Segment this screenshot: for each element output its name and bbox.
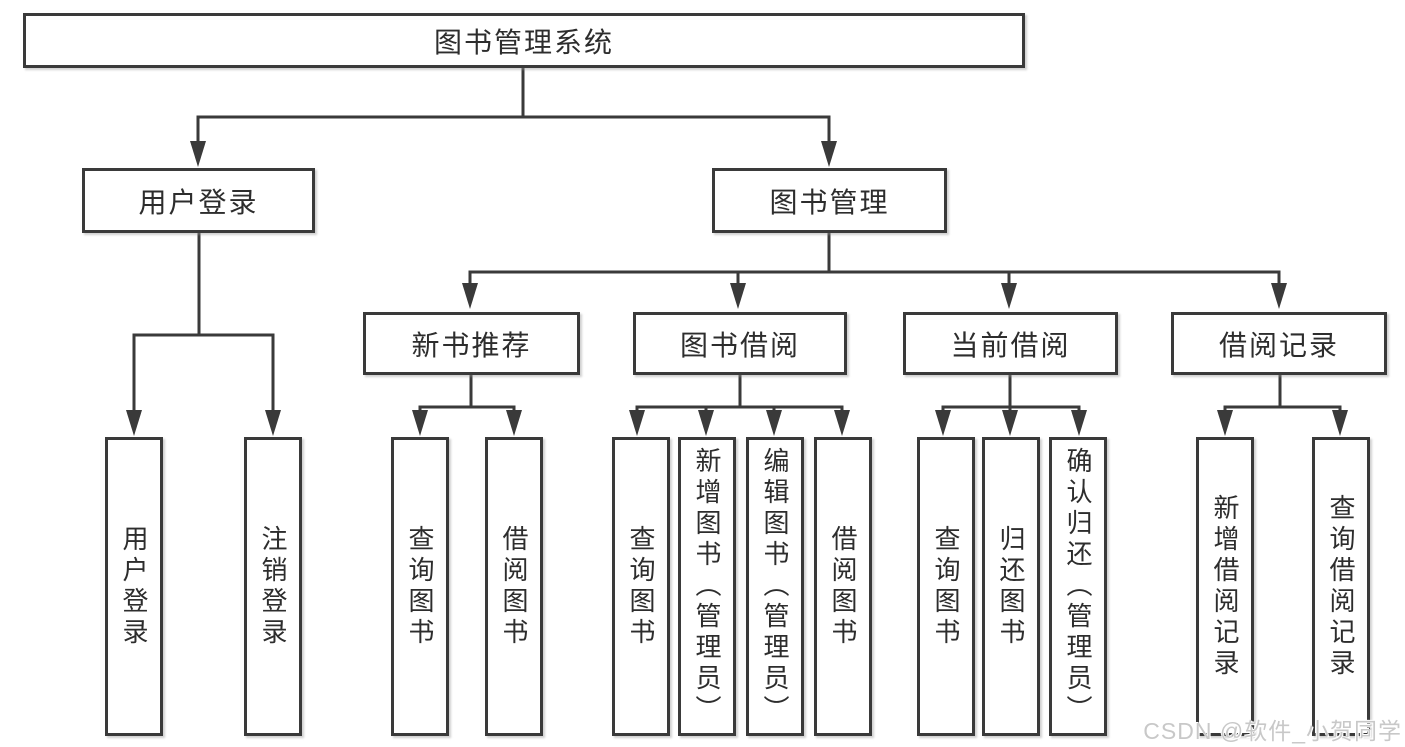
- leaf-confirm-return-admin: 确认归还（管理员）: [1049, 437, 1107, 736]
- node-user-login: 用户登录: [82, 168, 315, 233]
- node-borrow-records: 借阅记录: [1171, 312, 1387, 375]
- leaf-user-login: 用户登录: [105, 437, 163, 736]
- node-new-book-recommend: 新书推荐: [363, 312, 580, 375]
- leaf-recommend-borrow-books: 借阅图书: [485, 437, 543, 736]
- leaf-query-borrow-record: 查询借阅记录: [1312, 437, 1370, 736]
- node-book-management: 图书管理: [712, 168, 947, 233]
- leaf-recommend-query-books: 查询图书: [391, 437, 449, 736]
- leaf-borrow-books: 借阅图书: [814, 437, 872, 736]
- csdn-watermark: CSDN @软件_小贺同学: [1143, 718, 1402, 744]
- node-book-borrow: 图书借阅: [633, 312, 847, 375]
- node-system-root: 图书管理系统: [23, 13, 1025, 68]
- leaf-borrow-query-books: 查询图书: [612, 437, 670, 736]
- leaf-current-query-books: 查询图书: [917, 437, 975, 736]
- arrowheads: [126, 141, 1348, 436]
- node-current-borrow: 当前借阅: [903, 312, 1118, 375]
- leaf-add-books-admin: 新增图书（管理员）: [678, 437, 736, 736]
- leaf-return-books: 归还图书: [982, 437, 1040, 736]
- leaf-logout: 注销登录: [244, 437, 302, 736]
- leaf-add-borrow-record: 新增借阅记录: [1196, 437, 1254, 736]
- leaf-edit-books-admin: 编辑图书（管理员）: [746, 437, 804, 736]
